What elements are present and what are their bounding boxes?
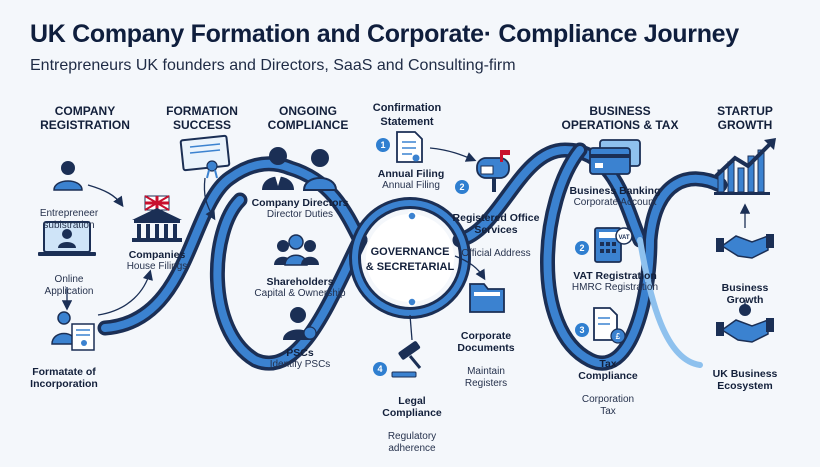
svg-text:VAT: VAT	[618, 235, 629, 241]
annual-filing-label: Annual Filing Annual Filing	[377, 168, 445, 191]
uk-ecosystem-handshake-icon	[716, 304, 774, 343]
psc-icon	[283, 307, 317, 340]
formation-certificate-icon	[179, 134, 231, 179]
uk-ecosystem-label: UK Business Ecosystem	[712, 368, 778, 392]
shareholders-icon	[274, 234, 319, 266]
shareholders-label: Shareholders Capital & Ownership	[254, 276, 346, 299]
growth-chart-icon	[714, 138, 776, 195]
page-title: UK Company Formation and Corporate· Comp…	[30, 20, 739, 48]
tax-compliance-label: Tax Compliance Corporation Tax	[578, 358, 638, 417]
companies-house-building-icon	[132, 195, 182, 242]
header-formation-success: FORMATION SUCCESS	[166, 104, 238, 132]
page-subtitle: Entrepreneurs UK founders and Directors,…	[30, 57, 516, 74]
certificate-person-icon	[51, 311, 95, 351]
entrepreneur-label: Entrepreneer subistration	[39, 208, 99, 231]
legal-gavel-icon	[391, 341, 422, 378]
corporate-documents-folder-icon	[469, 283, 505, 313]
registered-office-mailbox-icon	[476, 150, 510, 192]
legal-compliance-label: Legal Compliance Regulatory adherence	[382, 395, 442, 454]
svg-text:£: £	[616, 332, 621, 341]
corporate-documents-label: Corporate Documents Maintain Registers	[457, 330, 515, 389]
header-confirmation-statement: Confirmation Statement	[372, 102, 442, 128]
header-company-registration: COMPANY REGISTRATION	[40, 104, 130, 132]
governance-hub	[349, 197, 471, 319]
online-application-label: Online Application	[44, 274, 94, 297]
header-business-operations: BUSINESS OPERATIONS & TAX	[561, 104, 679, 132]
journey-ribbon	[97, 142, 728, 371]
header-startup-growth: STARTUP GROWTH	[717, 104, 773, 132]
vat-registration-label: VAT Registration HMRC Registration	[571, 270, 659, 293]
step-badge: 3	[575, 323, 589, 337]
connector-arrows	[61, 147, 751, 341]
directors-icon	[262, 147, 338, 191]
governance-hub-label: GOVERNANCE & SECRETARIAL	[365, 246, 455, 273]
business-banking-card-icon	[589, 139, 641, 175]
certificate-label: Formatate of Incorporation	[30, 366, 98, 390]
entrepreneur-person-icon	[53, 161, 83, 191]
tax-document-icon: £	[593, 307, 626, 344]
directors-label: Company Directors Director Duties	[251, 197, 349, 220]
header-ongoing-compliance: ONGOING COMPLIANCE	[267, 104, 349, 132]
companies-house-label: Companies House Filings	[126, 249, 188, 272]
business-growth-label: Business Growth	[721, 282, 769, 306]
pscs-label: PSCs Identify PSCs	[269, 347, 331, 370]
step-badge: 2	[455, 180, 469, 194]
business-banking-label: Business Banking Corporate Account	[569, 185, 661, 208]
laptop-icon	[38, 221, 96, 256]
annual-filing-document-icon	[396, 131, 423, 163]
step-badge: 2	[575, 241, 589, 255]
journey-diagram: VAT £	[38, 131, 776, 378]
step-badge: 4	[373, 362, 387, 376]
business-growth-handshake-icon	[716, 234, 774, 259]
step-badge: 1	[376, 138, 390, 152]
vat-calculator-icon: VAT	[594, 227, 633, 263]
registered-office-label: Registered Office Services Official Addr…	[452, 212, 540, 259]
